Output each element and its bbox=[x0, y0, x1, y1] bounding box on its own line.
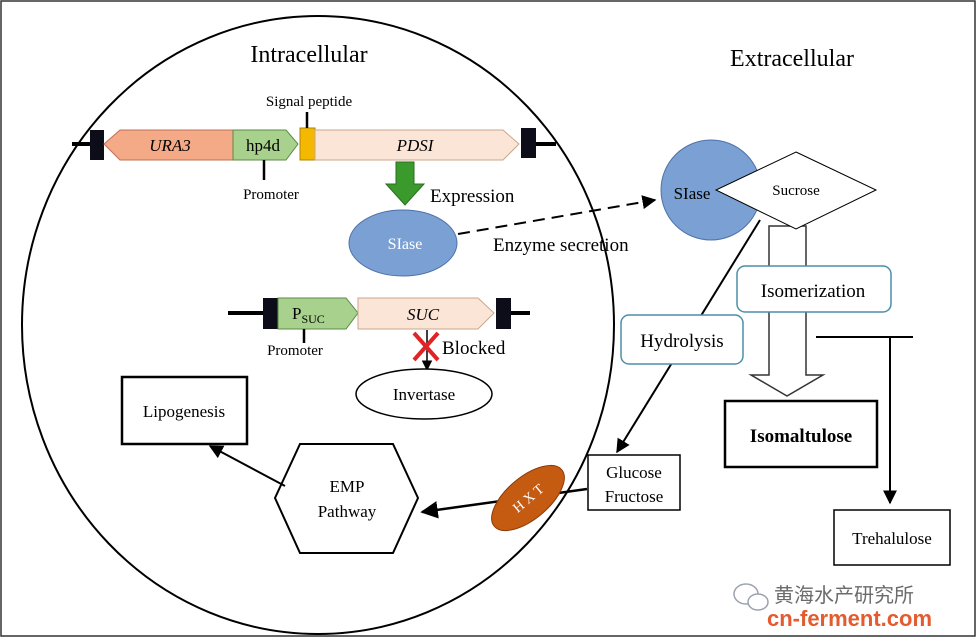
construct1-right-terminator bbox=[521, 128, 536, 158]
isomerization-label: Isomerization bbox=[761, 281, 866, 302]
signal-peptide-segment bbox=[299, 127, 316, 161]
suc-gene-label: SUC bbox=[407, 305, 440, 324]
glucose-label: Glucose bbox=[606, 463, 662, 482]
isomerization-box bbox=[736, 265, 892, 313]
expression-construct: URA3 hp4d Signal peptide PDSI Promoter bbox=[72, 94, 556, 203]
isomaltulose-label: Isomaltulose bbox=[750, 426, 852, 447]
hp4d-label: hp4d bbox=[246, 136, 281, 155]
psuc-segment bbox=[277, 297, 359, 330]
suc-gene-segment bbox=[357, 297, 495, 330]
pdsi-segment bbox=[314, 129, 520, 161]
ura3-label: URA3 bbox=[149, 136, 191, 155]
blocked-x-icon bbox=[412, 331, 440, 362]
sucrose-label: Sucrose bbox=[772, 183, 820, 199]
fructose-label: Fructose bbox=[605, 487, 664, 506]
lipogenesis-label: Lipogenesis bbox=[143, 402, 225, 421]
watermark-line1: 黄海水产研究所 bbox=[774, 584, 914, 607]
secretion-arrow bbox=[457, 195, 657, 235]
invertase-node bbox=[355, 368, 493, 420]
slase-intracellular bbox=[348, 209, 458, 277]
slase-extracellular-label: SIase bbox=[674, 184, 711, 203]
trehalulose-label: Trehalulose bbox=[852, 529, 932, 548]
hydrolysis-box bbox=[620, 314, 744, 365]
intracellular-title: Intracellular bbox=[250, 42, 367, 68]
emp-line2: Pathway bbox=[318, 502, 377, 521]
expression-arrow bbox=[384, 161, 426, 206]
promoter2-label: Promoter bbox=[267, 343, 323, 359]
pdsi-label: PDSI bbox=[396, 136, 435, 155]
psuc-label: PSUC bbox=[292, 304, 325, 326]
watermark-line2: cn-ferment.com bbox=[767, 606, 932, 631]
slase-intracellular-label: SIase bbox=[388, 236, 423, 253]
cell-membrane bbox=[21, 15, 615, 635]
wechat-icon bbox=[733, 583, 769, 611]
lipogenesis-box bbox=[120, 375, 249, 446]
glucose-fructose-box bbox=[587, 454, 681, 511]
construct1-left-terminator bbox=[90, 130, 104, 160]
construct2-left-terminator bbox=[263, 298, 278, 329]
construct2-right-terminator bbox=[496, 298, 511, 329]
extracellular-title: Extracellular bbox=[730, 46, 854, 72]
signal-peptide-label: Signal peptide bbox=[266, 94, 353, 110]
suc-construct: PSUC SUC Promoter bbox=[228, 297, 530, 359]
emp-pathway-node bbox=[273, 443, 420, 554]
hp4d-segment bbox=[232, 129, 299, 161]
sucrose-node bbox=[714, 151, 878, 230]
expression-label: Expression bbox=[430, 186, 515, 207]
invertase-label: Invertase bbox=[393, 385, 455, 404]
emp-line1: EMP bbox=[330, 477, 365, 496]
hydrolysis-label: Hydrolysis bbox=[640, 331, 723, 352]
trehalulose-box bbox=[833, 509, 951, 566]
blocked-label: Blocked bbox=[442, 338, 506, 359]
watermark: 黄海水产研究所 cn-ferment.com bbox=[733, 583, 932, 631]
promoter1-label: Promoter bbox=[243, 187, 299, 203]
emp-to-lipogenesis-arrow bbox=[208, 445, 286, 487]
enzyme-secretion-label: Enzyme secretion bbox=[493, 235, 629, 256]
hxt-transporter bbox=[491, 464, 565, 532]
isomaltulose-box bbox=[723, 399, 879, 469]
